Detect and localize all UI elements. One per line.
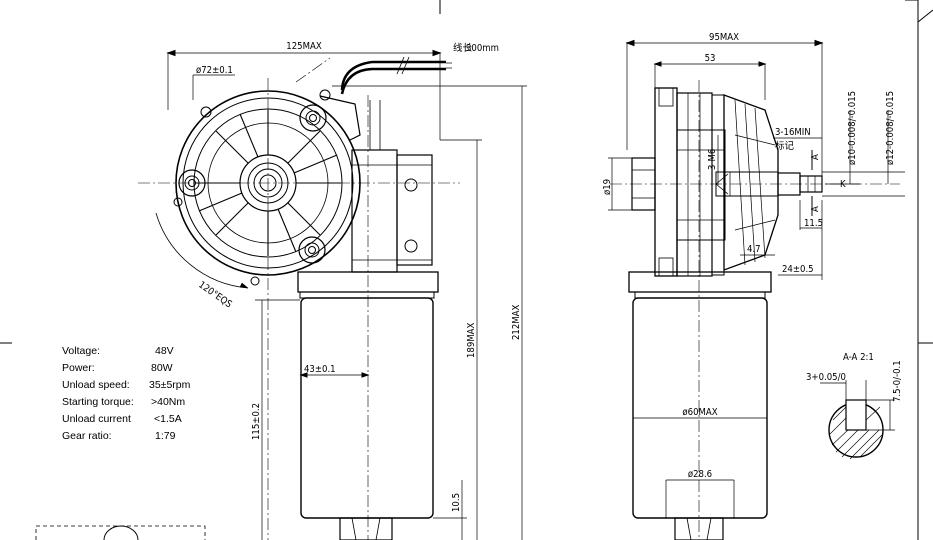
spec-label: Voltage:	[62, 345, 100, 357]
cable-prefix: 线长	[453, 42, 473, 54]
spec-value: 48V	[155, 345, 174, 357]
dim-width-125: 125MAX	[286, 41, 322, 52]
dim-bottom-28-6: ø28.6	[688, 469, 712, 480]
dim-tip-11-5: 11.5	[804, 218, 823, 229]
dim-offset-43: 43±0.1	[304, 364, 336, 375]
dim-angle-120: 120°EQS	[196, 279, 234, 310]
dim-height-212: 212MAX	[511, 304, 522, 340]
dim-k: K	[840, 179, 846, 190]
spec-label: Starting torque:	[62, 396, 134, 408]
specs-table: Voltage: 48V Power: 80W Unload speed: 35…	[62, 345, 191, 442]
dim-depth-53: 53	[705, 53, 716, 64]
dim-boss-19: ø19	[602, 179, 613, 195]
side-view	[608, 39, 905, 540]
dim-bottom-10-5: 10.5	[451, 493, 462, 512]
dim-flange-72: ø72±0.1	[196, 65, 233, 76]
dim-width-95: 95MAX	[709, 32, 739, 43]
side-view-labels: 95MAX 53 ø19 3-M6 3-16MIN 标记 ø10-0.008/-…	[602, 32, 896, 480]
section-labels: A-A 2:1 3+0.05/0 7.5-0/-0.1	[806, 352, 903, 402]
spec-value: <1.5A	[154, 413, 182, 425]
section-a-a	[820, 380, 895, 460]
spec-value: 1:79	[155, 430, 176, 442]
dim-body-60: ø60MAX	[682, 407, 717, 418]
front-view-labels: 125MAX ø72±0.1 线长 300mm 120°EQS 43±0.1 1…	[196, 41, 522, 512]
dim-key-depth: 7.5-0/-0.1	[892, 360, 903, 402]
dim-key-width: 3+0.05/0	[806, 372, 846, 383]
dim-shaft-d12: ø12-0.008/-0.015	[885, 91, 896, 165]
spec-label: Unload current	[62, 413, 131, 425]
dim-height-115: 115±0.2	[251, 403, 262, 440]
dim-thread-m6: 3-M6	[707, 149, 718, 170]
section-mark-top: A	[810, 154, 821, 160]
dim-shaft-length: 3-16MIN	[775, 127, 811, 138]
spec-label: Unload speed:	[62, 379, 130, 391]
spec-label: Gear ratio:	[62, 430, 112, 442]
material-mark: 标记	[775, 140, 795, 152]
spec-value: >40Nm	[151, 396, 185, 408]
sheet-border-right	[905, 0, 919, 540]
spec-label: Power:	[62, 362, 95, 374]
dim-4-7: 4.7	[747, 244, 761, 255]
section-mark-bottom: A	[810, 206, 821, 212]
stamp-box	[35, 525, 206, 540]
dim-height-189: 189MAX	[466, 322, 477, 358]
dim-24: 24±0.5	[782, 264, 814, 275]
front-view	[138, 49, 527, 540]
spec-value: 35±5rpm	[149, 379, 191, 391]
section-title: A-A 2:1	[843, 352, 874, 363]
dim-shaft-d10: ø10-0.008/-0.015	[847, 91, 858, 165]
dim-cable-300: 300mm	[466, 43, 499, 54]
spec-value: 80W	[151, 362, 173, 374]
sheet-corner	[917, 9, 933, 23]
